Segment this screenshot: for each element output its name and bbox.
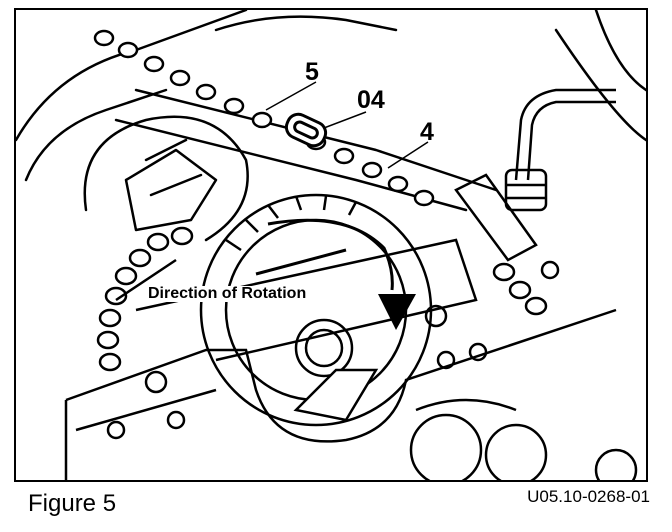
leader-5 [265,81,317,111]
leader-04 [323,111,367,129]
oil-line [514,88,616,181]
timing-chain-upper [93,29,435,207]
lower-chain-guide [135,238,478,362]
banjo-fitting [504,168,548,212]
callout-04: 04 [357,86,385,114]
engine-head-outline [16,10,248,142]
lower-timing-cover [65,308,617,443]
timing-chain-illustration [16,10,646,480]
figure-caption: Figure 5 [28,490,117,517]
chain-tensioner [454,173,538,262]
master-link [284,112,328,148]
rotation-direction-label: Direction of Rotation [146,285,309,302]
figure-frame: 5 04 4 Direction of Rotation [14,8,648,482]
upper-cover-outline [214,15,398,32]
leader-4 [387,141,429,169]
callout-4: 4 [420,118,434,146]
timing-chain-lower [96,226,194,372]
rotation-arrowhead [378,294,416,330]
callout-5: 5 [305,58,319,86]
cam-sprocket [83,115,249,242]
figure-reference-code: U05.10-0268-01 [527,487,650,506]
rotation-arrow-arc [267,218,394,291]
